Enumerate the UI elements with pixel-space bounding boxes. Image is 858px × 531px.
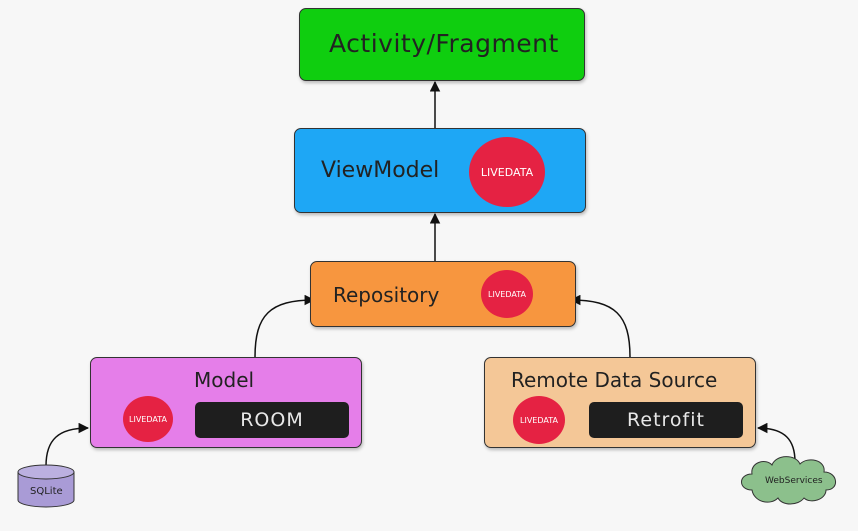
remote-livedata-badge: LIVEDATA — [513, 396, 565, 444]
arrow-model-to-repository — [254, 294, 316, 358]
viewmodel-box: ViewModel LIVEDATA — [294, 128, 586, 213]
viewmodel-livedata-badge: LIVEDATA — [469, 137, 545, 207]
room-library-label: ROOM — [195, 402, 349, 438]
viewmodel-label: ViewModel — [321, 158, 440, 183]
webservices-label: WebServices — [765, 476, 823, 486]
remote-data-source-box: Remote Data Source LIVEDATA Retrofit — [484, 357, 756, 448]
remote-data-source-label: Remote Data Source — [511, 368, 718, 392]
activity-fragment-label: Activity/Fragment — [329, 29, 559, 58]
arrow-sqlite-to-model — [45, 422, 90, 467]
sqlite-label: SQLite — [30, 486, 63, 497]
model-livedata-badge: LIVEDATA — [123, 396, 173, 442]
activity-fragment-box: Activity/Fragment — [299, 8, 585, 81]
arrow-webservices-to-remote — [756, 422, 796, 463]
webservices-cloud-icon — [741, 456, 836, 505]
model-box: Model LIVEDATA ROOM — [90, 357, 362, 448]
arrow-remote-to-repository — [569, 294, 631, 358]
repository-label: Repository — [333, 283, 440, 307]
model-label: Model — [194, 368, 255, 392]
sqlite-database-icon — [17, 464, 75, 508]
repository-box: Repository LIVEDATA — [310, 261, 576, 327]
retrofit-library-label: Retrofit — [589, 402, 743, 438]
repository-livedata-badge: LIVEDATA — [481, 270, 533, 318]
